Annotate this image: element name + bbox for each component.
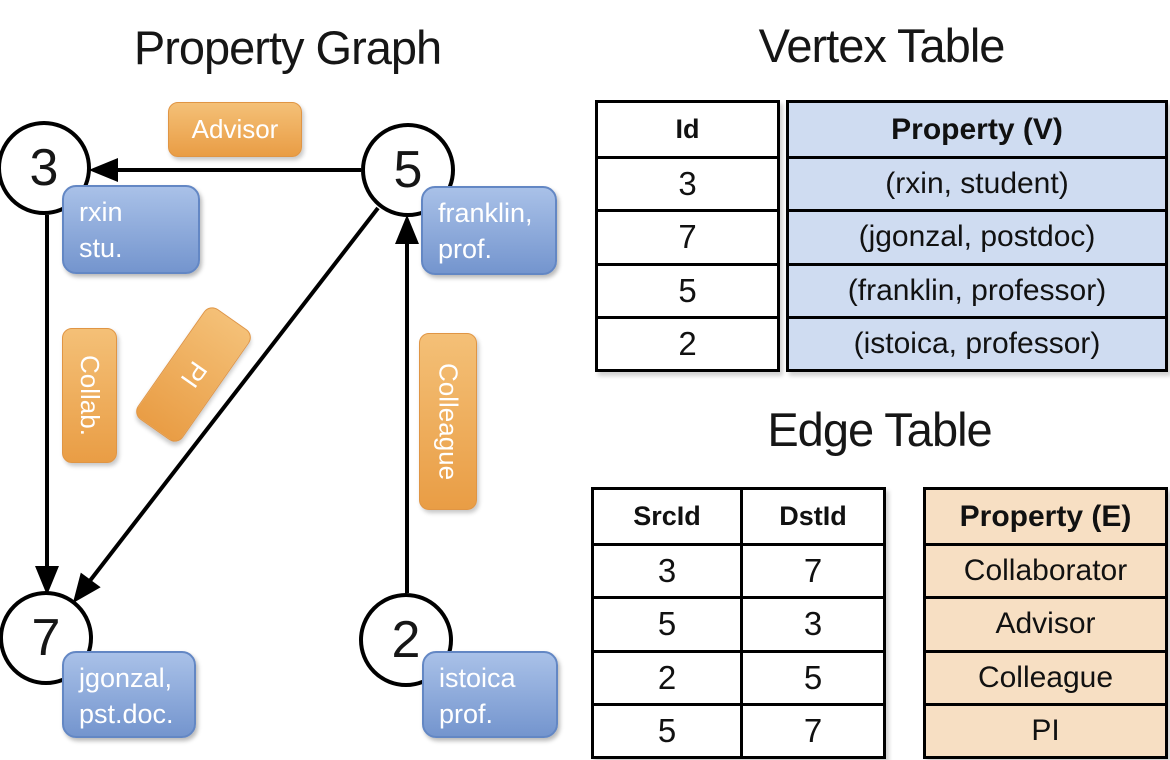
edge-property-cell: Collaborator	[926, 543, 1165, 597]
column-header-property-e: Property (E)	[926, 490, 1165, 544]
edge-table-property-column: Property (E) Collaborator Advisor Collea…	[923, 487, 1168, 759]
vertex-table-property-column: Property (V) (rxin, student) (jgonzal, p…	[786, 100, 1168, 372]
edge-table-src-dst-columns: SrcId DstId 3 7 5 3 2 5 5 7	[591, 487, 886, 759]
vertex-id-cell: 2	[598, 315, 777, 369]
pi-arrowhead-icon	[72, 572, 101, 604]
vertex-property-cell: (jgonzal, postdoc)	[789, 209, 1165, 263]
edge-src-cell: 5	[594, 596, 740, 649]
vertex-property-line: prof.	[438, 233, 493, 264]
vertex-property-box-istoica: istoica prof.	[422, 651, 558, 738]
vertex-property-box-franklin: franklin, prof.	[421, 186, 557, 275]
vertex-property-cell: (rxin, student)	[789, 156, 1165, 210]
edge-property-cell: Advisor	[926, 596, 1165, 650]
edge-label-text: Colleague	[433, 362, 464, 481]
vertex-property-box-jgonzal: jgonzal, pst.doc.	[62, 651, 196, 738]
advisor-arrowhead-icon	[88, 158, 118, 182]
edge-table-title: Edge Table	[767, 403, 992, 456]
vertex-property-line: prof.	[439, 698, 494, 729]
edge-src-cell: 5	[594, 702, 740, 756]
vertex-id: 3	[29, 139, 59, 197]
edge-label-text: PI	[174, 356, 214, 394]
vertex-property-line: pst.doc.	[79, 698, 174, 729]
edge-property-cell: PI	[926, 702, 1165, 756]
vertex-id-cell: 5	[598, 262, 777, 316]
edge-src-cell: 2	[594, 649, 740, 703]
column-header-srcid: SrcId	[633, 501, 701, 532]
vertex-circle-3: 3	[0, 121, 91, 215]
vertex-property-cell: (istoica, professor)	[789, 315, 1165, 369]
colleague-arrowhead-icon	[395, 214, 419, 244]
column-header-property-v: Property (V)	[789, 103, 1165, 157]
vertex-property-line: istoica	[439, 663, 516, 693]
vertex-id-cell: 3	[598, 156, 777, 209]
edge-dst-cell: 7	[740, 702, 883, 756]
edge-label-colleague: Colleague	[419, 333, 477, 510]
edge-dst-cell: 3	[740, 596, 883, 650]
edge-label-text: Collab.	[75, 355, 105, 436]
vertex-id-cell: 7	[598, 209, 777, 262]
edge-label-text: Advisor	[191, 114, 279, 144]
edge-dst-cell: 7	[740, 543, 883, 597]
edge-src-cell: 3	[594, 543, 740, 596]
vertex-property-line: franklin,	[438, 198, 533, 228]
vertex-table-id-column: Id 3 7 5 2	[595, 100, 780, 372]
vertex-circle-2: 2	[359, 593, 453, 687]
edge-label-collab: Collab.	[62, 328, 117, 463]
vertex-id: 5	[393, 141, 423, 199]
graph-edges-layer	[35, 158, 419, 604]
edge-label-advisor: Advisor	[168, 102, 302, 157]
column-header-dstid: DstId	[740, 490, 883, 544]
vertex-id: 2	[391, 611, 421, 669]
pi-edge-line	[87, 206, 380, 584]
vertex-property-line: rxin	[79, 197, 123, 227]
vertex-property-line: stu.	[79, 232, 123, 263]
edge-property-cell: Colleague	[926, 649, 1165, 703]
property-graph-title: Property Graph	[133, 21, 442, 74]
vertex-table-title: Vertex Table	[758, 19, 1006, 72]
vertex-property-box-rxin: rxin stu.	[62, 185, 200, 274]
collab-arrowhead-icon	[35, 566, 59, 596]
vertex-property-line: jgonzal,	[79, 663, 173, 693]
vertex-id: 7	[31, 609, 61, 667]
column-header-id: Id	[675, 114, 700, 145]
vertex-property-cell: (franklin, professor)	[789, 262, 1165, 316]
edge-dst-cell: 5	[740, 649, 883, 703]
